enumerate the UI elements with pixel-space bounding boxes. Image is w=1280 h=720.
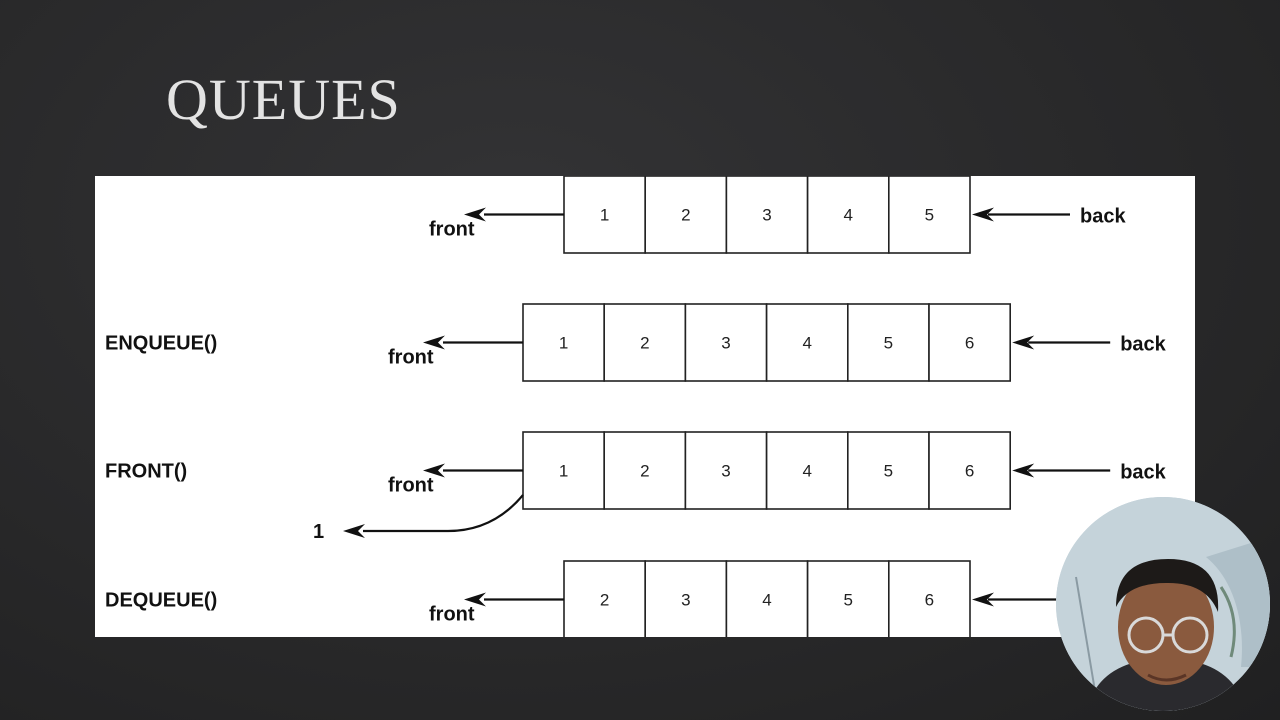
queue-cell xyxy=(765,431,849,510)
returned-value: 1 xyxy=(313,521,324,543)
operation-label: ENQUEUE() xyxy=(105,333,217,355)
return-arrow xyxy=(363,494,524,533)
queue-cell xyxy=(846,431,930,510)
front-arrowhead xyxy=(464,207,486,222)
queue-cell xyxy=(806,176,890,254)
front-label: front xyxy=(388,475,434,497)
front-arrowhead xyxy=(423,463,445,478)
back-label: back xyxy=(1120,462,1166,484)
queue-cell xyxy=(725,176,809,254)
queue-cell xyxy=(806,560,890,637)
queue-cell-value: 2 xyxy=(640,334,649,353)
queue-cell xyxy=(928,431,1011,510)
queue-cell xyxy=(765,303,849,382)
queue-cell-value: 3 xyxy=(721,462,730,481)
queue-cell-value: 1 xyxy=(559,334,568,353)
presenter-avatar-icon xyxy=(1056,497,1270,711)
queue-cell-value: 5 xyxy=(925,206,934,225)
back-arrowhead xyxy=(972,592,994,607)
queue-cell xyxy=(644,176,728,254)
back-arrowhead xyxy=(972,207,994,222)
queue-cell-value: 2 xyxy=(600,591,609,610)
queue-cell-value: 4 xyxy=(843,206,852,225)
front-arrowhead xyxy=(423,335,445,350)
operation-label: DEQUEUE() xyxy=(105,590,217,612)
queue-cell-value: 1 xyxy=(600,206,609,225)
front-label: front xyxy=(429,604,475,626)
queue-cell xyxy=(603,431,687,510)
queue-cell-value: 2 xyxy=(640,462,649,481)
queue-cell-value: 6 xyxy=(965,462,974,481)
back-arrowhead xyxy=(1012,335,1035,350)
presenter-webcam xyxy=(1056,497,1270,711)
queue-cell xyxy=(684,431,768,510)
operation-label: FRONT() xyxy=(105,461,187,483)
back-label: back xyxy=(1080,206,1126,228)
queue-cell-value: 2 xyxy=(681,206,690,225)
queue-cell-value: 3 xyxy=(681,591,690,610)
queue-cell-value: 4 xyxy=(762,591,771,610)
front-label: front xyxy=(429,219,475,241)
slide-title: QUEUES xyxy=(166,67,401,132)
queue-cell xyxy=(887,176,971,254)
return-arrowhead xyxy=(343,524,365,538)
back-label: back xyxy=(1120,334,1166,356)
queue-cell-value: 3 xyxy=(721,334,730,353)
queue-cell-value: 6 xyxy=(965,334,974,353)
queue-cell-value: 6 xyxy=(925,591,934,610)
queue-cell xyxy=(887,560,971,637)
queue-cell-value: 5 xyxy=(843,591,852,610)
queue-cell xyxy=(644,560,728,637)
queue-cell xyxy=(684,303,768,382)
queue-cell-value: 5 xyxy=(884,462,893,481)
queue-cell xyxy=(522,303,605,382)
queue-cell-value: 3 xyxy=(762,206,771,225)
queue-cell-value: 4 xyxy=(802,462,811,481)
front-arrowhead xyxy=(464,592,486,607)
queue-cell xyxy=(603,303,687,382)
queue-cell xyxy=(928,303,1011,382)
back-arrowhead xyxy=(1012,463,1035,478)
queue-cell-value: 1 xyxy=(559,462,568,481)
queue-cell-value: 5 xyxy=(884,334,893,353)
queue-cell-value: 4 xyxy=(802,334,811,353)
front-label: front xyxy=(388,347,434,369)
